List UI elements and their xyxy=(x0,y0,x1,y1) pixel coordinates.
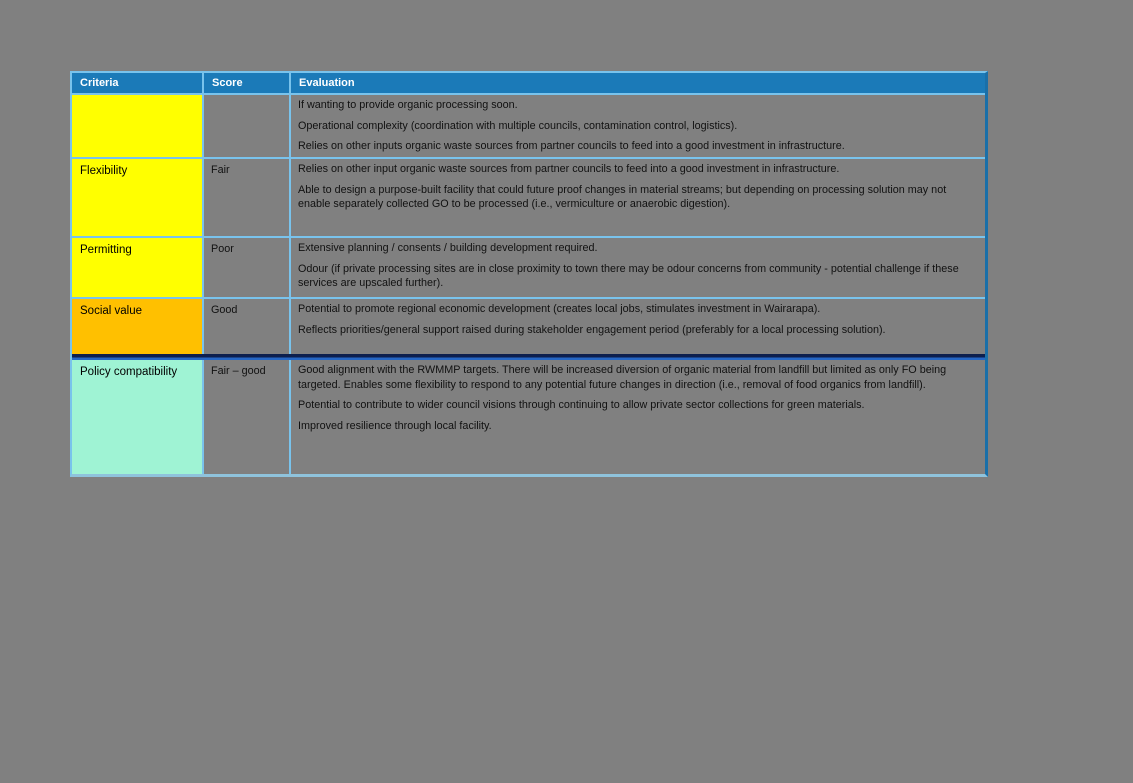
evaluation-cell: Extensive planning / consents / building… xyxy=(291,238,985,299)
evaluation-paragraph: If wanting to provide organic processing… xyxy=(298,99,518,111)
table-row: If wanting to provide organic processing… xyxy=(72,95,985,159)
header-cell-criteria: Criteria xyxy=(72,73,204,95)
score-cell: Good xyxy=(204,299,291,354)
criteria-cell: Policy compatibility xyxy=(72,360,204,474)
criteria-cell xyxy=(72,95,204,159)
evaluation-cell: Good alignment with the RWMMP targets. T… xyxy=(291,360,985,474)
evaluation-paragraph: Good alignment with the RWMMP targets. T… xyxy=(298,364,947,391)
evaluation-paragraph: Relies on other inputs organic waste sou… xyxy=(298,140,845,152)
header-cell-score: Score xyxy=(204,73,291,95)
evaluation-paragraph: Relies on other input organic waste sour… xyxy=(298,163,840,175)
evaluation-paragraph: Improved resilience through local facili… xyxy=(298,419,492,432)
table-row: Policy compatibility Fair – good Good al… xyxy=(72,360,985,474)
evaluation-paragraph: Reflects priorities/general support rais… xyxy=(298,323,886,336)
score-cell: Fair xyxy=(204,159,291,238)
score-cell: Fair – good xyxy=(204,360,291,474)
criteria-cell: Social value xyxy=(72,299,204,354)
criteria-cell: Permitting xyxy=(72,238,204,299)
evaluation-table: Criteria Score Evaluation If wanting to … xyxy=(70,71,988,477)
criteria-cell: Flexibility xyxy=(72,159,204,238)
evaluation-paragraph: Potential to promote regional economic d… xyxy=(298,303,821,315)
table-row: Flexibility Fair Relies on other input o… xyxy=(72,159,985,238)
section-divider xyxy=(72,354,985,360)
table-header-row: Criteria Score Evaluation xyxy=(72,73,985,95)
header-cell-evaluation: Evaluation xyxy=(291,73,985,95)
evaluation-paragraph: Operational complexity (coordination wit… xyxy=(298,119,738,132)
evaluation-paragraph: Extensive planning / consents / building… xyxy=(298,242,598,254)
table-row: Permitting Poor Extensive planning / con… xyxy=(72,238,985,299)
table-row: Social value Good Potential to promote r… xyxy=(72,299,985,354)
evaluation-paragraph: Odour (if private processing sites are i… xyxy=(298,262,959,290)
score-cell xyxy=(204,95,291,159)
evaluation-cell: Potential to promote regional economic d… xyxy=(291,299,985,354)
evaluation-cell: If wanting to provide organic processing… xyxy=(291,95,985,159)
score-cell: Poor xyxy=(204,238,291,299)
evaluation-paragraph: Able to design a purpose-built facility … xyxy=(298,183,947,211)
evaluation-paragraph: Potential to contribute to wider council… xyxy=(298,399,865,411)
evaluation-cell: Relies on other input organic waste sour… xyxy=(291,159,985,238)
